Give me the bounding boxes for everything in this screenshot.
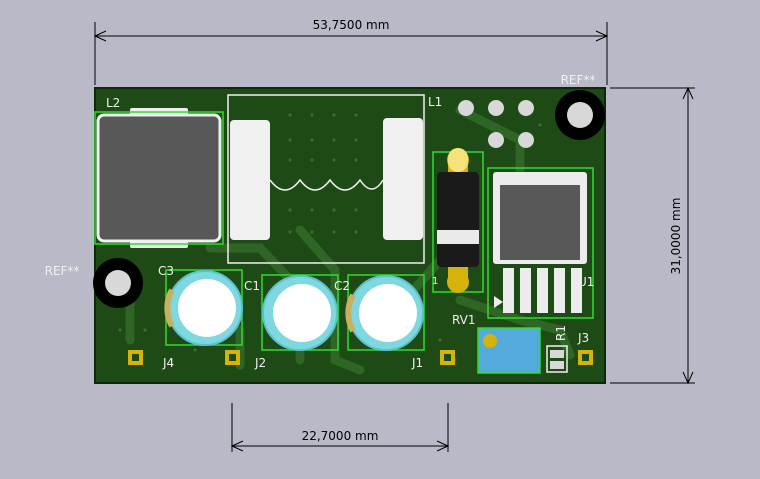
- potentiometer-rv1[interactable]: [477, 327, 541, 374]
- mounting-hole-left[interactable]: [93, 258, 143, 308]
- d1-label: 1: [432, 276, 438, 287]
- connector-j3[interactable]: [578, 350, 593, 365]
- dimension-height-label: 31,0000 mm: [669, 198, 683, 275]
- capacitor-c1[interactable]: [261, 274, 339, 351]
- dimension-width: [93, 22, 609, 85]
- regulator-u1[interactable]: [487, 167, 594, 319]
- connector-j1[interactable]: [440, 350, 455, 365]
- c1-label: C1: [244, 279, 260, 293]
- j4-label: J4: [162, 356, 174, 370]
- u1-label: U1: [578, 275, 594, 289]
- dimension-width-label: 53,7500 mm: [313, 18, 390, 32]
- dimension-spacing: [230, 403, 450, 452]
- capacitor-c3[interactable]: [164, 269, 243, 346]
- inductor-l2[interactable]: [94, 108, 224, 248]
- connector-j4[interactable]: [128, 350, 143, 365]
- mounting-hole-top-right[interactable]: [555, 90, 605, 140]
- ref-label-left: REF**: [45, 264, 80, 278]
- connector-j2[interactable]: [225, 350, 240, 365]
- r1-label: R1: [554, 325, 568, 341]
- l1-label: L1: [428, 95, 442, 109]
- capacitor-c2[interactable]: [345, 274, 425, 351]
- rv1-label: RV1: [452, 313, 476, 327]
- j1-label: J1: [411, 356, 423, 370]
- header-holes: [458, 100, 534, 148]
- c3-label: C3: [158, 264, 174, 278]
- diode-d1[interactable]: [432, 148, 484, 293]
- l2-label: L2: [106, 96, 120, 110]
- resistor-r1[interactable]: [546, 345, 568, 373]
- j3-label: J3: [577, 331, 589, 345]
- dimension-height: [610, 86, 695, 385]
- c2-label: C2: [334, 279, 350, 293]
- j2-label: J2: [254, 356, 266, 370]
- ref-label-top: REF**: [561, 73, 596, 87]
- inductor-l1[interactable]: [227, 94, 425, 264]
- dimension-spacing-label: 22,7000 mm: [302, 429, 379, 443]
